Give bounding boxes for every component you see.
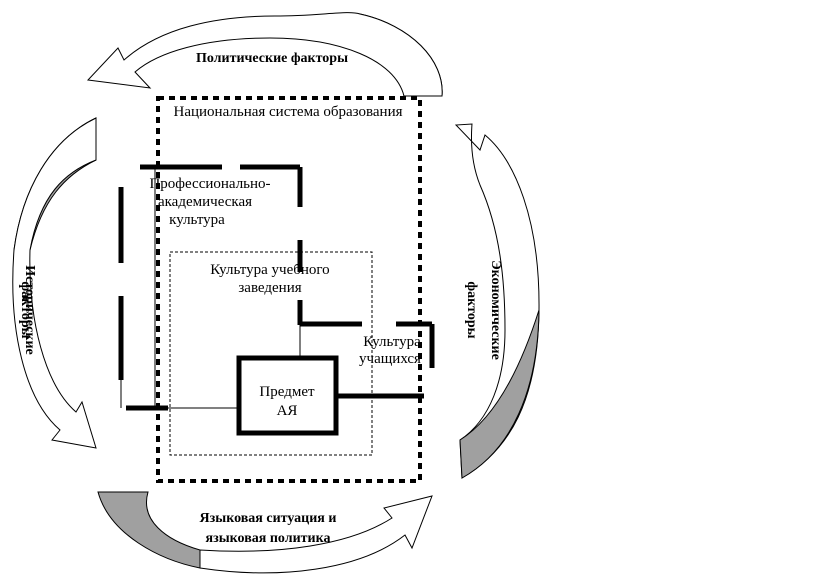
historical-factors-arrow (12, 117, 97, 449)
prof-academic-thin-lines (120, 167, 301, 408)
prof-academic-box (118, 164, 303, 411)
students-culture-box (300, 321, 435, 399)
political-arrow-body (86, 12, 443, 97)
language-factors-label-2: языковая политика (206, 531, 331, 546)
economic-factors-arrow (454, 123, 540, 479)
language-factors-label-1: Языковая ситуация и (200, 511, 337, 526)
historical-arrow-body (12, 117, 97, 449)
students-label-1: Культура (363, 334, 421, 350)
students-label-2: учащихся (359, 351, 421, 367)
political-factors-label: Политические факторы (196, 51, 348, 66)
historical-factors-label-1: факторы (18, 281, 33, 338)
language-arrow-shade (97, 491, 201, 569)
subject-label-1: Предмет (259, 384, 315, 400)
institution-label-1: Культура учебного (210, 262, 329, 278)
political-factors-arrow (86, 12, 443, 97)
subject-label-2: АЯ (277, 403, 298, 419)
economic-arrow-shade (459, 309, 540, 479)
historical-factors-label-2: Исторические (22, 265, 37, 355)
subject-box (236, 355, 339, 436)
language-arrow-body (199, 495, 433, 574)
institution-box (169, 251, 373, 456)
institution-label-2: заведения (238, 280, 301, 296)
national-system-box (156, 96, 422, 483)
national-system-label: Национальная система образования (174, 104, 403, 120)
prof-academic-label-1: Профессионально- (149, 176, 270, 192)
prof-academic-label-3: культура (169, 212, 225, 228)
economic-factors-label-2: факторы (464, 281, 479, 338)
prof-academic-label-2: академическая (158, 194, 252, 210)
language-factors-arrow (97, 491, 433, 574)
economic-factors-label-1: Экономические (488, 260, 503, 360)
